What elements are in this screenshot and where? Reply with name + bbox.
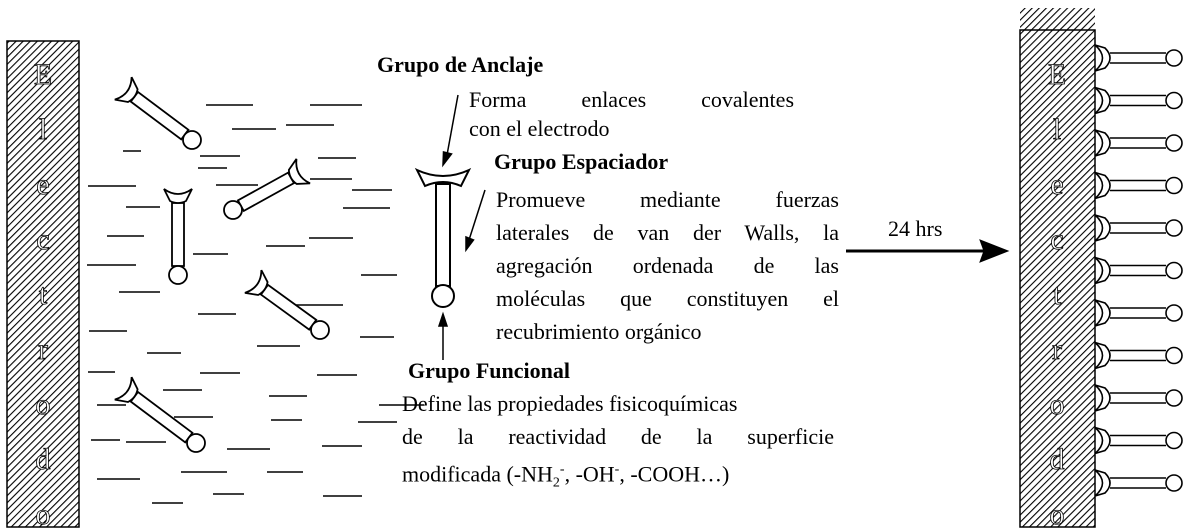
electrode-letter: r [38,333,49,366]
electrode-letter: t [38,278,48,311]
electrode-letter: t [1052,278,1062,311]
spacer-group-desc-1: Promueve mediante fuerzas [496,187,839,212]
label-arrows [379,94,486,406]
spacer-group-desc-5: recubrimiento orgánico [496,319,702,344]
spacer-group-desc-2: laterales de van der Walls, la [496,220,839,245]
solvent-dashes [87,104,397,504]
free-molecule [163,188,193,285]
electrode-letter: l [38,113,48,146]
adsorbed-molecule [1094,384,1183,412]
adsorbed-molecule [1094,469,1183,497]
functional-group-desc-3: modificada (-NH2-, -OH-, -COOH…) [402,461,730,491]
free-molecule [244,269,330,340]
free-molecule [114,376,206,453]
adsorbed-molecule [1094,299,1183,327]
right-electrode [1019,29,1096,528]
reaction-arrow[interactable] [846,239,1010,263]
right-electrode-cap [1020,8,1095,30]
adsorbed-molecule [1094,341,1183,370]
adsorbed-molecule [1094,171,1183,200]
anchor-group-desc-2: con el electrodo [469,116,610,141]
anchor-group-title: Grupo de Anclaje [377,52,544,77]
electrode-letter: c [1050,223,1064,256]
adsorbed-molecule [1094,426,1183,455]
free-molecules [114,76,330,453]
electrode-letter: E [33,58,53,91]
spacer-arrow-head [465,235,475,253]
anchor-arrow-head [442,151,453,168]
functional-group-desc-2: de la reactividad de la superficie [402,424,834,449]
reaction-time-label: 24 hrs [888,216,943,241]
spacer-group-desc-4: moléculas que constituyen el [496,286,839,311]
functional-group-title: Grupo Funcional [408,358,570,383]
functional-arrow-head [437,311,449,327]
spacer-group-desc-3: agregación ordenada de las [496,253,839,278]
free-molecule [114,76,202,150]
electrode-letter: r [1052,333,1063,366]
adsorbed-molecule [1094,214,1183,242]
anchor-group-desc-1: Forma enlaces covalentes [469,87,794,112]
free-molecule [223,158,311,220]
self-assembled-monolayer [1094,44,1183,497]
annotated-molecule [414,167,472,308]
electrode-letter: e [1050,168,1064,201]
functional-group-desc-1: Define las propiedades fisicoquímicas [402,391,738,416]
adsorbed-molecule [1094,129,1183,157]
left-electrode [6,40,80,528]
adsorbed-molecule [1094,44,1183,72]
adsorbed-molecule [1094,256,1183,285]
spacer-chain [435,183,451,287]
electrode-letter: o [35,498,51,531]
electrode-letter: l [1052,113,1062,146]
electrode-letter: d [35,443,51,476]
electrode-letter: E [1047,58,1067,91]
electrode-letter: e [36,168,50,201]
electrode-letter: c [36,223,50,256]
electrode-letter: o [1049,388,1065,421]
electrode-letter: o [1049,498,1065,531]
functional-head [431,284,455,308]
spacer-group-title: Grupo Espaciador [494,149,669,174]
anchor-group-shape [414,167,472,188]
adsorbed-molecule [1094,86,1183,115]
electrode-letter: d [1049,443,1065,476]
electrode-letter: o [35,388,51,421]
